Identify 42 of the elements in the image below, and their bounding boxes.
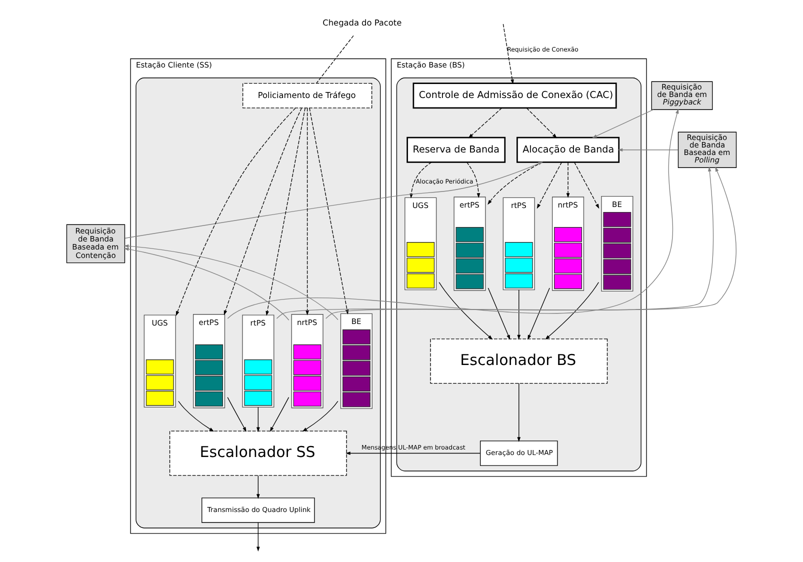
arrow xyxy=(178,400,214,432)
arrow xyxy=(266,108,306,316)
arrow xyxy=(346,452,481,455)
arrow xyxy=(488,162,543,205)
arrow xyxy=(256,475,260,499)
arrow xyxy=(256,522,260,552)
arrow xyxy=(517,290,521,340)
arrow xyxy=(566,162,570,198)
arrow xyxy=(224,108,302,316)
arrow xyxy=(256,406,260,432)
arrow xyxy=(517,382,521,442)
arrow xyxy=(176,108,296,316)
arrow xyxy=(528,288,550,340)
node-box: Controle de Admissão de Conexão (CAC) xyxy=(412,82,617,109)
arrow xyxy=(545,282,599,340)
arrow xyxy=(270,397,290,432)
arrow xyxy=(124,244,338,320)
arrow xyxy=(227,397,246,432)
node-text: Chegada do Pacote xyxy=(322,17,402,28)
arrow xyxy=(438,282,493,340)
node-box: Reserva de Banda xyxy=(406,136,506,163)
arrow xyxy=(502,24,514,84)
arrow xyxy=(574,162,600,209)
arrow xyxy=(227,108,679,319)
node-box: Escalonador BS xyxy=(430,338,608,384)
arrow xyxy=(124,248,290,320)
arrow xyxy=(306,108,309,316)
arrow xyxy=(468,108,502,138)
arrow xyxy=(466,162,480,198)
node-box: Escalonador SS xyxy=(169,430,347,476)
node-box: Alocação de Banda xyxy=(516,136,620,163)
connector xyxy=(316,35,354,84)
arrow xyxy=(526,108,557,138)
arrow xyxy=(124,162,544,239)
arrow xyxy=(488,288,510,340)
arrow xyxy=(276,166,714,319)
arrow xyxy=(326,166,736,319)
arrow xyxy=(618,148,678,152)
arrow xyxy=(592,109,654,138)
arrow xyxy=(536,162,562,209)
arrow xyxy=(302,400,338,432)
node-box: Policiamento de Tráfego xyxy=(242,83,372,108)
